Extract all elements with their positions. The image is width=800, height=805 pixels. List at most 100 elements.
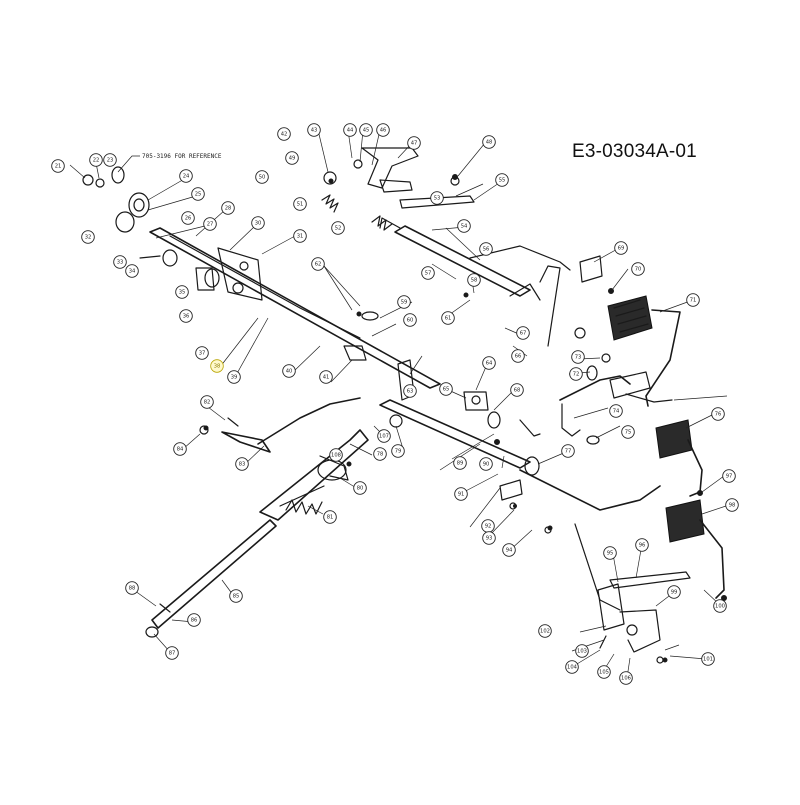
callout-circle bbox=[619, 671, 633, 685]
callout-bubble: 98 bbox=[725, 498, 739, 512]
callout-circle bbox=[722, 469, 736, 483]
callout-bubble: 49 bbox=[285, 151, 299, 165]
callout-circle bbox=[621, 425, 635, 439]
callout-number: 41 bbox=[323, 374, 330, 380]
callout-bubble: 47 bbox=[407, 136, 421, 150]
callout-bubble: 104 bbox=[565, 660, 579, 674]
callout-number: 34 bbox=[129, 268, 136, 274]
callout-circle bbox=[482, 135, 496, 149]
callout-bubble: 78 bbox=[373, 447, 387, 461]
callout-bubble: 83 bbox=[235, 457, 249, 471]
callout-bubble: 100 bbox=[713, 599, 727, 613]
callout-number: 79 bbox=[395, 448, 402, 454]
callout-circle bbox=[376, 123, 390, 137]
top-right-pedal bbox=[607, 295, 681, 407]
callout-number: 54 bbox=[461, 223, 468, 229]
callout-bubble: 79 bbox=[391, 444, 405, 458]
callout-number: 101 bbox=[703, 656, 713, 662]
callout-bubble: 91 bbox=[454, 487, 468, 501]
callout-bubble: 97 bbox=[722, 469, 736, 483]
callout-bubble: 55 bbox=[495, 173, 509, 187]
callout-number: 85 bbox=[233, 593, 240, 599]
callout-bubble: 75 bbox=[621, 425, 635, 439]
callout-number: 90 bbox=[483, 461, 490, 467]
callout-number: 35 bbox=[179, 289, 186, 295]
callout-bubble: 33 bbox=[113, 255, 127, 269]
callout-bubble: 72 bbox=[569, 367, 583, 381]
callout-circle bbox=[495, 173, 509, 187]
callout-bubble: 64 bbox=[482, 356, 496, 370]
callout-bubble: 77 bbox=[561, 444, 575, 458]
callout-number: 44 bbox=[347, 127, 354, 133]
callout-bubble: 24 bbox=[179, 169, 193, 183]
callout-number: 86 bbox=[191, 617, 198, 623]
callout-number: 67 bbox=[520, 330, 527, 336]
callout-circle bbox=[293, 197, 307, 211]
callout-circle bbox=[285, 151, 299, 165]
callout-circle bbox=[441, 311, 455, 325]
callout-circle bbox=[597, 665, 611, 679]
callout-number: 102 bbox=[540, 628, 550, 634]
callout-number: 84 bbox=[177, 446, 184, 452]
callout-circle bbox=[319, 370, 333, 384]
right-mount-plate bbox=[509, 255, 611, 445]
callout-bubble: 66 bbox=[511, 349, 525, 363]
lower-right-pedal bbox=[609, 499, 725, 599]
callout-number: 48 bbox=[486, 139, 493, 145]
callout-number: 96 bbox=[639, 542, 646, 548]
callout-circle bbox=[343, 123, 357, 137]
callout-bubble: 99 bbox=[667, 585, 681, 599]
callout-bubble: 69 bbox=[614, 241, 628, 255]
callout-circle bbox=[502, 543, 516, 557]
callout-circle bbox=[403, 384, 417, 398]
callout-bubble: 76 bbox=[711, 407, 725, 421]
callout-bubble: 106 bbox=[619, 671, 633, 685]
middle-right-pedal bbox=[559, 375, 703, 497]
callout-circle bbox=[565, 660, 579, 674]
callout-circle bbox=[635, 538, 649, 552]
callout-number: 70 bbox=[635, 266, 642, 272]
callout-number: 60 bbox=[407, 317, 414, 323]
callout-number: 68 bbox=[514, 387, 521, 393]
callout-bubble: 105 bbox=[597, 665, 611, 679]
callout-circle bbox=[479, 457, 493, 471]
callout-bubble: 93 bbox=[482, 531, 496, 545]
callout-number: 33 bbox=[117, 259, 124, 265]
callout-number: 50 bbox=[259, 174, 266, 180]
callout-circle bbox=[200, 395, 214, 409]
left-lower-arm bbox=[199, 397, 361, 453]
callout-circle bbox=[277, 127, 291, 141]
callout-circle bbox=[479, 242, 493, 256]
callout-circle bbox=[113, 255, 127, 269]
callout-circle bbox=[187, 613, 201, 627]
callout-bubble: 56 bbox=[479, 242, 493, 256]
callout-circle bbox=[179, 169, 193, 183]
callout-bubble: 57 bbox=[421, 266, 435, 280]
callout-bubble: 42 bbox=[277, 127, 291, 141]
callout-circle bbox=[397, 295, 411, 309]
callout-bubble: 43 bbox=[307, 123, 321, 137]
callout-number: 82 bbox=[204, 399, 211, 405]
callout-number: 52 bbox=[335, 225, 342, 231]
callout-number: 80 bbox=[357, 485, 364, 491]
diagram-code: E3-03034A-01 bbox=[572, 141, 697, 162]
reference-note: 705-3196 FOR REFERENCE bbox=[142, 153, 222, 160]
callout-bubble: 23 bbox=[103, 153, 117, 167]
callout-bubble: 61 bbox=[441, 311, 455, 325]
callout-circle bbox=[538, 624, 552, 638]
callout-number: 58 bbox=[471, 277, 478, 283]
callout-number: 103 bbox=[577, 648, 587, 654]
callout-number: 62 bbox=[315, 261, 322, 267]
callout-bubble: 39 bbox=[227, 370, 241, 384]
callout-circle bbox=[203, 217, 217, 231]
callout-bubble: 94 bbox=[502, 543, 516, 557]
callout-circle bbox=[210, 359, 224, 373]
bushing-stack bbox=[82, 166, 178, 267]
callout-bubble: 90 bbox=[479, 457, 493, 471]
callout-number: 94 bbox=[506, 547, 513, 553]
callout-number: 63 bbox=[407, 388, 414, 394]
callout-bubble: 26 bbox=[181, 211, 195, 225]
callout-number: 65 bbox=[443, 386, 450, 392]
lower-spring bbox=[279, 485, 325, 515]
